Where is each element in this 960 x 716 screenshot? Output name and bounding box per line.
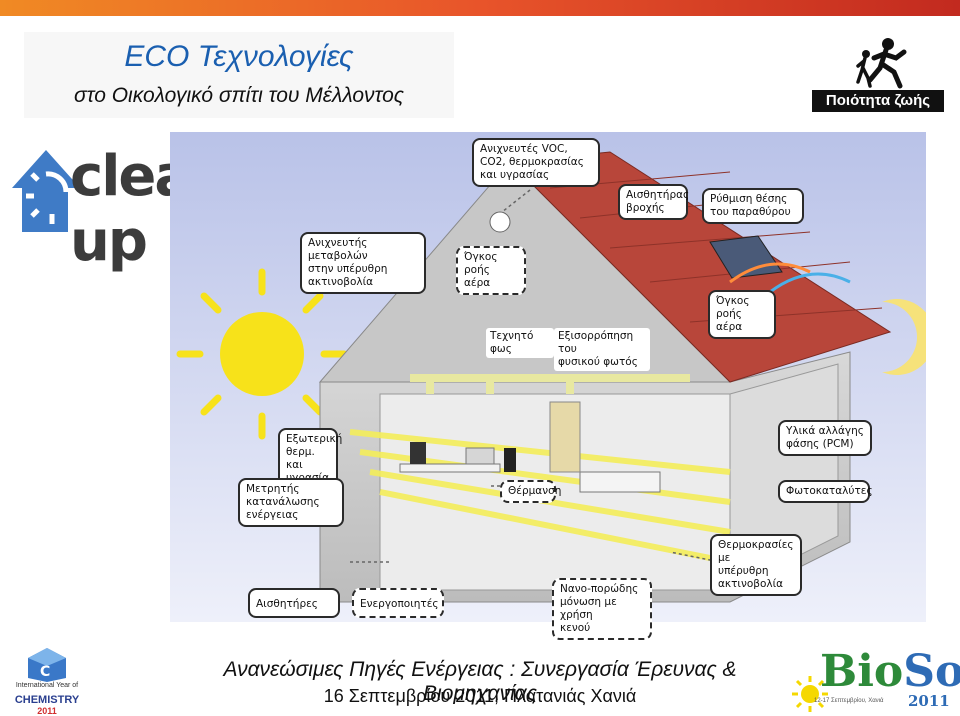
label-nano-insulation: Νανο-πορώδης μόνωση με χρήση κενού xyxy=(552,578,652,640)
label-line: φάσης (PCM) xyxy=(786,438,854,450)
label-line: Όγκος ροής xyxy=(716,295,750,320)
title-box: ECO Τεχνολογίες στο Οικολογικό σπίτι του… xyxy=(24,32,454,118)
svg-text:C: C xyxy=(40,664,50,680)
label-line: ακτινοβολία xyxy=(308,276,374,288)
footer-event-title: Ανανεώσιμες Πηγές Ενέργειας : Συνεργασία… xyxy=(223,658,737,705)
label-line: Αισθητήρας xyxy=(626,189,690,201)
label-line: Ρύθμιση θέσης xyxy=(710,193,788,205)
runners-icon xyxy=(856,38,907,89)
radiator-icon xyxy=(465,447,495,465)
label-line: Εξισορρόπηση του xyxy=(558,330,634,355)
chemistry-cube-icon: C xyxy=(28,648,66,682)
label-energy-meter: Μετρητής κατανάλωσης ενέργειας xyxy=(238,478,344,527)
label-line: αέρα xyxy=(716,321,743,333)
sun-icon xyxy=(176,268,348,440)
label-line: Υλικά αλλάγης xyxy=(786,425,864,437)
iyc-chemistry: CHEMISTRY xyxy=(14,694,80,706)
page-subtitle: στο Οικολογικό σπίτι του Μέλλοντος xyxy=(73,84,404,107)
label-line: στην υπέρυθρη xyxy=(308,263,388,275)
page-title: ECO Τεχνολογίες xyxy=(124,40,354,73)
quality-of-life-logo: Ποιότητα ζωής xyxy=(800,28,960,120)
label-window-position: Ρύθμιση θέσης του παραθύρου xyxy=(702,188,804,224)
eco-house-diagram: Ανιχνευτές VOC, CO2, θερμοκρασίας και υγ… xyxy=(170,132,926,640)
biosol-bio: Bio xyxy=(820,646,904,697)
biosol-logo: BioSol 12-17 Σεπτεμβρίου, Χανιά 2011 xyxy=(790,646,960,716)
biosol-year: 2011 xyxy=(908,692,950,710)
footer-event-date: 16 Σεπτεμβρίου 2011, Πλατανιάς Χανιά xyxy=(323,686,637,706)
biosol-wordmark: BioSol xyxy=(820,646,960,697)
label-airflow-roof: Όγκος ροής αέρα xyxy=(708,290,776,339)
iyc-logo: C International Year of CHEMISTRY 2011 xyxy=(6,646,88,716)
bed-icon xyxy=(579,471,661,493)
desk-icon xyxy=(399,463,501,473)
legend-sensors: Αισθητήρες xyxy=(248,588,340,618)
label-photocatalysts: Φωτοκαταλύτες xyxy=(778,480,873,503)
label-line: Όγκος ροής xyxy=(464,251,498,276)
moon-icon xyxy=(882,299,926,375)
label-pcm: Υλικά αλλάγης φάσης (PCM) xyxy=(778,420,872,456)
sensor-disc-icon xyxy=(489,211,511,233)
label-artificial-light: Τεχνητό φως xyxy=(486,328,554,358)
shelf-icon xyxy=(549,401,581,473)
quality-of-life-text: Ποιότητα ζωής xyxy=(812,90,944,112)
label-ir-detector: Ανιχνευτής μεταβολών στην υπέρυθρη ακτιν… xyxy=(300,232,426,294)
iyc-title: International Year of xyxy=(15,682,79,689)
label-line: και υγρασίας xyxy=(480,169,550,181)
label-natural-light: Εξισορρόπηση του φυσικού φωτός xyxy=(554,328,650,371)
house-illustration xyxy=(170,132,926,622)
label-line: κατανάλωσης xyxy=(246,496,320,508)
label-line: Μετρητής xyxy=(246,483,300,495)
label-line: Ανιχνευτής μεταβολών xyxy=(308,237,368,262)
label-line: υπέρυθρη xyxy=(718,565,769,577)
label-airflow-attic: Όγκος ροής αέρα xyxy=(456,246,526,295)
label-line: αέρα xyxy=(464,277,491,289)
label-line: θερμ. και xyxy=(286,446,315,471)
biosol-dates: 12-17 Σεπτεμβρίου, Χανιά xyxy=(814,698,884,704)
chair-icon xyxy=(504,448,516,472)
house-logo-icon xyxy=(12,150,78,232)
sun-logo-icon xyxy=(792,676,828,712)
iyc-year: 2011 xyxy=(37,706,57,716)
label-line: Θερμοκρασίες με xyxy=(718,539,794,564)
roof-window-icon xyxy=(709,235,783,279)
label-line: φυσικού φωτός xyxy=(558,356,638,368)
label-line: μόνωση με χρήση xyxy=(560,596,617,621)
label-line: κενού xyxy=(560,622,591,634)
label-line: ακτινοβολία xyxy=(718,578,784,590)
label-line: ενέργειας xyxy=(246,509,299,521)
label-line: Νανο-πορώδης xyxy=(560,583,639,595)
label-line: Ανιχνευτές VOC, xyxy=(480,143,568,155)
top-accent-bar xyxy=(0,0,960,16)
biosol-sol: Sol xyxy=(903,646,960,697)
label-line: CO2, θερμοκρασίας xyxy=(480,156,584,168)
label-heating: Θέρμανση xyxy=(500,480,561,503)
label-line: βροχής xyxy=(626,202,665,214)
label-voc-sensors: Ανιχνευτές VOC, CO2, θερμοκρασίας και υγ… xyxy=(472,138,600,187)
monitor-icon xyxy=(410,442,426,464)
label-thermal-ir: Θερμοκρασίες με υπέρυθρη ακτινοβολία xyxy=(710,534,802,596)
label-rain-sensor: Αισθητήρας βροχής xyxy=(618,184,690,220)
legend-actuators: Ενεργοποιητές xyxy=(352,588,444,618)
label-line: Εξωτερική xyxy=(286,433,343,445)
label-line: του παραθύρου xyxy=(710,206,791,218)
